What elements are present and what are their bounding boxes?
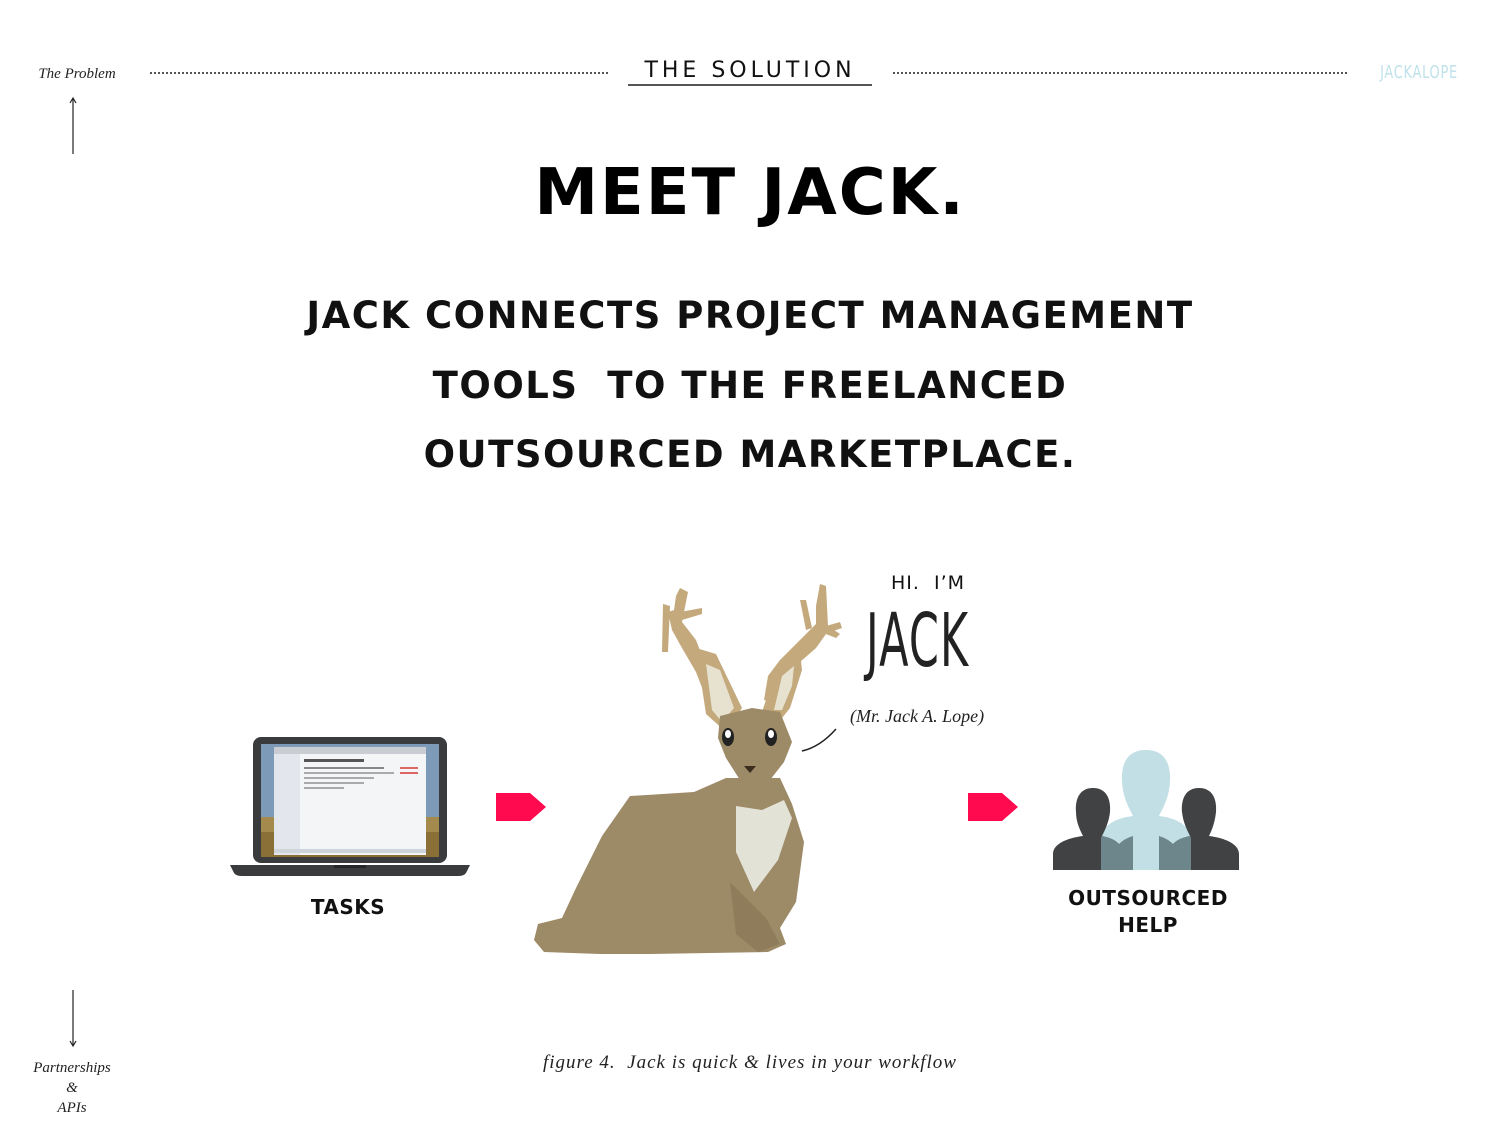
jack-full-name: (Mr. Jack A. Lope)	[850, 706, 985, 726]
help-label-line1: OUTSOURCED	[1068, 886, 1228, 910]
arrow-up-icon[interactable]	[68, 96, 78, 154]
arrow-right-icon	[496, 793, 546, 821]
arrow-down-icon[interactable]	[68, 990, 78, 1048]
subline-3: OUTSOURCED MARKETPLACE.	[423, 433, 1077, 476]
brand-logo: JACKALOPE	[1380, 62, 1458, 83]
nav-next-line3: APIs	[57, 1100, 87, 1116]
header-divider-right	[893, 72, 1347, 74]
subline-1: JACK CONNECTS PROJECT MANAGEMENT	[306, 294, 1194, 337]
jackalope-illustration	[534, 584, 842, 954]
header-divider-left	[150, 72, 608, 74]
section-title: THE SOLUTION	[628, 58, 872, 86]
help-label-line2: HELP	[1118, 913, 1178, 937]
speech-tick-icon	[801, 728, 837, 752]
nav-next-line1: Partnerships	[33, 1060, 111, 1076]
nav-prev-link[interactable]: The Problem	[38, 66, 116, 82]
laptop-icon	[230, 737, 470, 876]
people-group-icon	[1053, 750, 1239, 870]
figure-caption: figure 4. Jack is quick & lives in your …	[543, 1052, 957, 1073]
page-headline: MEET JACK.	[534, 156, 966, 230]
nav-next-line2: &	[66, 1080, 78, 1096]
arrow-right-icon	[968, 793, 1018, 821]
nav-next-link[interactable]: Partnerships & APIs	[12, 1058, 132, 1118]
tasks-label: TASKS	[310, 895, 386, 919]
subline-2: TOOLS TO THE FREELANCED	[432, 364, 1068, 407]
outsourced-help-label: OUTSOURCED HELP	[1050, 885, 1246, 939]
jack-name: JACK	[866, 598, 970, 684]
greeting-text: HI. I’M	[891, 572, 966, 594]
